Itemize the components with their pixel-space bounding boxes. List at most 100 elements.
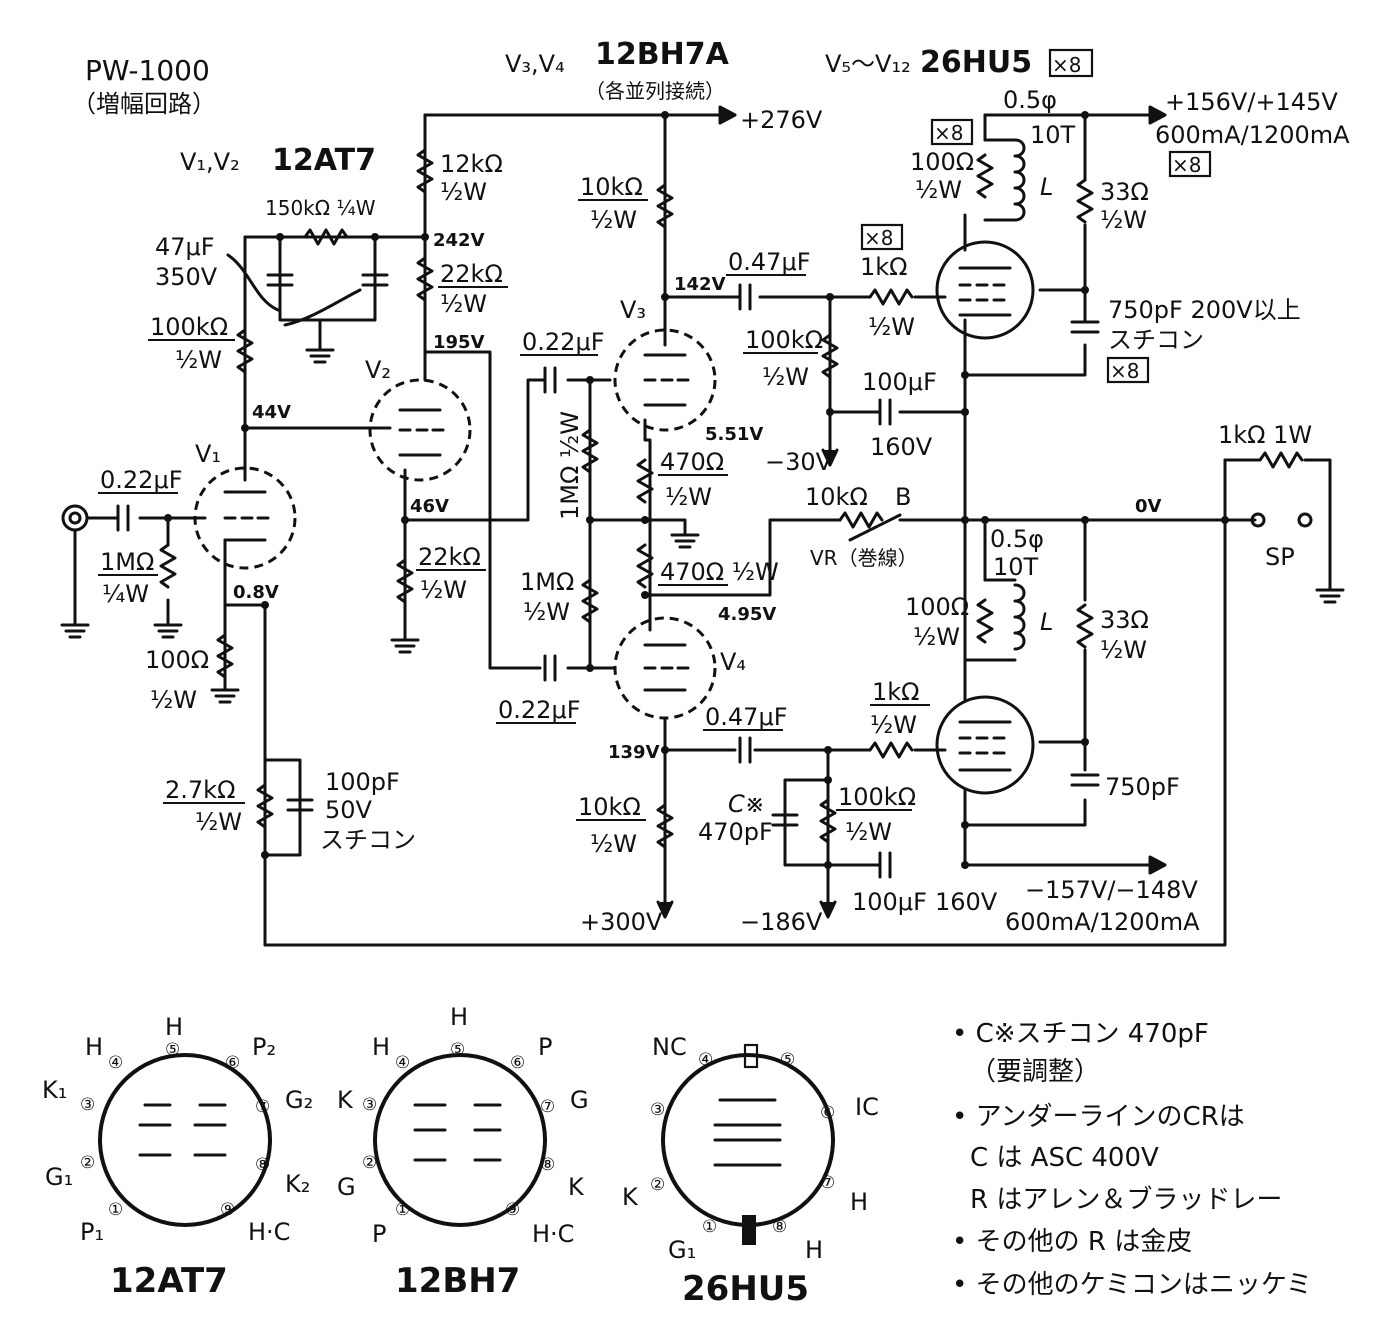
svg-text:160V: 160V [870,433,933,461]
v34-note: （各並列接続） [585,79,725,103]
svg-text:0.47μF: 0.47μF [728,248,811,276]
tube-v4 [613,616,717,720]
volt-276: +276V [740,106,823,134]
svg-text:⑥: ⑥ [225,1053,240,1073]
label-v1: V₁ [195,440,221,468]
note-5: R はアレン＆ブラッドレー [970,1185,1282,1215]
svg-text:10kΩ: 10kΩ [578,793,641,821]
svg-text:10kΩ: 10kΩ [805,483,868,511]
svg-text:⑤: ⑤ [165,1040,180,1060]
svg-text:K: K [568,1173,585,1201]
svg-text:100kΩ: 100kΩ [150,313,228,341]
svg-text:SP: SP [1265,543,1295,571]
svg-text:P₂: P₂ [252,1033,276,1061]
svg-text:⑥: ⑥ [510,1053,525,1073]
volt-156: +156V/+145V [1165,88,1338,116]
sp-terminal-gnd[interactable] [1297,512,1313,528]
svg-text:½W: ½W [1100,206,1147,234]
svg-text:½W: ½W [915,176,962,204]
note-7: • その他のケミコンはニッケミ [952,1270,1312,1300]
svg-text:0.5φ: 0.5φ [1003,86,1057,114]
svg-text:P: P [372,1220,386,1248]
svg-text:P: P [538,1033,552,1061]
svg-text:1MΩ: 1MΩ [520,568,574,596]
v12-prefix: V₁,V₂ [180,148,240,176]
svg-text:0.22μF: 0.22μF [522,328,605,356]
svg-text:P₁: P₁ [80,1218,104,1246]
pinout-26hu5: ④ ⑤ ③ ⑥ ② ⑦ ① ⑧ NC IC K H G₁ H 26HU5 [622,1033,879,1309]
tube-v1 [193,466,297,570]
svg-text:½W: ½W [762,363,809,391]
volt-0: 0V [1135,496,1162,517]
volt-551: 5.51V [705,424,763,445]
svg-text:⑧: ⑧ [540,1155,555,1175]
svg-text:½W: ½W [175,346,222,374]
svg-text:⑦: ⑦ [820,1173,835,1193]
mult-box [1048,48,1094,78]
tube-v3 [613,328,717,432]
sp-terminal-hot[interactable] [1250,512,1266,528]
v34-tube: 12BH7A [595,37,730,72]
svg-text:IC: IC [855,1093,879,1121]
pinout-12at7: H ⑤ ④ ⑥ ③ ⑦ ② ⑧ ① ⑨ H P₂ K₁ G₂ G₁ K₂ P₁ … [42,1013,313,1301]
svg-text:H·C: H·C [532,1220,574,1248]
svg-text:½W: ½W [420,576,467,604]
ground-symbols [60,348,1345,704]
svg-text:470Ω: 470Ω [660,448,724,476]
junction-dots [164,111,1229,869]
svg-text:½W: ½W [870,711,917,739]
svg-text:50V: 50V [325,796,373,824]
inductor-symbols [983,138,1026,662]
svg-text:⑦: ⑦ [255,1097,270,1117]
svg-text:H: H [372,1033,390,1061]
pinout-12bh7: H ⑤ ④ ⑥ ③ ⑦ ② ⑧ ① ⑨ H P K G G K P H·C 12… [337,1003,589,1301]
svg-text:①: ① [108,1200,123,1220]
svg-text:③: ③ [650,1100,665,1120]
svg-text:K: K [337,1086,354,1114]
volt-157: −157V/−148V [1025,876,1198,904]
svg-text:NC: NC [652,1033,687,1061]
svg-text:①: ① [395,1200,410,1220]
svg-text:⑧: ⑧ [772,1217,787,1237]
svg-text:K₂: K₂ [285,1170,310,1198]
note-1: • C※スチコン 470pF [952,1019,1209,1049]
input-jack[interactable] [61,504,89,532]
svg-text:¼W: ¼W [102,580,149,608]
volt-242: 242V [433,230,485,251]
svg-text:0.47μF: 0.47μF [705,703,788,731]
svg-text:100μF: 100μF [852,888,927,916]
svg-text:⑧: ⑧ [255,1155,270,1175]
model-title: PW-1000 [85,54,210,87]
svg-text:B: B [895,483,911,511]
svg-text:750pF 200V以上: 750pF 200V以上 [1108,296,1301,324]
svg-text:100μF: 100μF [862,368,937,396]
current-bottom: 600mA/1200mA [1005,908,1200,936]
svg-text:10T: 10T [993,553,1039,581]
svg-text:H: H [850,1188,868,1216]
svg-text:L: L [1040,608,1053,636]
current-top: 600mA/1200mA [1155,121,1350,149]
tube-v9-output [935,695,1035,795]
svg-text:スチコン: スチコン [1108,326,1204,354]
svg-text:22kΩ: 22kΩ [440,260,503,288]
svg-text:VR（巻線）: VR（巻線） [810,546,918,570]
component-labels: 12kΩ ½W 150kΩ ¼W 47μF 350V 22kΩ ½W 100kΩ… [98,86,1312,916]
svg-text:½W: ½W [665,483,712,511]
svg-text:⑨: ⑨ [220,1200,235,1220]
model-subtitle: （増幅回路） [72,90,216,118]
svg-text:160V: 160V [935,888,998,916]
svg-text:47μF: 47μF [155,233,215,261]
svg-text:③: ③ [362,1095,377,1115]
svg-text:K₁: K₁ [42,1076,67,1104]
volt-142: 142V [674,274,726,295]
svg-text:100pF: 100pF [325,768,400,796]
svg-text:③: ③ [80,1095,95,1115]
svg-text:G₂: G₂ [285,1086,313,1114]
volt-p300: +300V [580,908,663,936]
svg-text:①: ① [702,1217,717,1237]
label-v4: V₄ [720,648,746,676]
svg-text:½W: ½W [440,178,487,206]
svg-text:150kΩ ¼W: 150kΩ ¼W [265,196,376,220]
svg-text:12BH7: 12BH7 [395,1261,520,1301]
tube-v5-output [935,240,1035,340]
